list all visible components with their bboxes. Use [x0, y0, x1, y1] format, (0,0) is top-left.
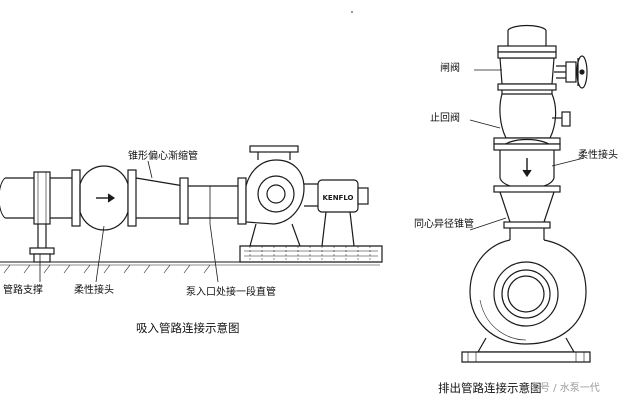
pump-brand-text: KENFLO: [322, 194, 353, 202]
label-gate-valve: 闸阀: [440, 63, 460, 74]
discharge-line-drawing: [461, 24, 591, 363]
suction-line-drawing: [0, 145, 383, 283]
label-straight-pipe: 泵入口处接一段直管: [186, 287, 276, 298]
label-eccentric-reducer: 锥形偏心渐缩管: [128, 151, 198, 162]
label-flex-joint-suction: 柔性接头: [74, 285, 114, 296]
watermark: 头条号 / 水泵一代: [520, 383, 600, 394]
label-check-valve: 止回阀: [430, 113, 460, 124]
caption-discharge: 排出管路连接示意图: [438, 381, 542, 395]
label-pipe-support: 管路支撑: [3, 285, 43, 296]
label-flex-joint-discharge: 柔性接头: [578, 150, 618, 161]
label-concentric-reducer: 同心异径锥管: [414, 219, 474, 230]
caption-suction: 吸入管路连接示意图: [136, 321, 240, 335]
